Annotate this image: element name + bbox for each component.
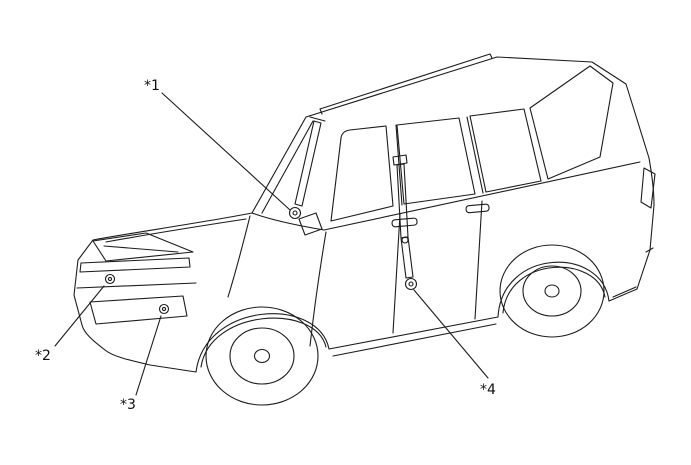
c-pillar bbox=[466, 116, 484, 194]
a-pillar-inner-line bbox=[261, 120, 314, 214]
rear-rim bbox=[522, 265, 582, 317]
lower-intake bbox=[89, 295, 188, 325]
rocker-trim-line bbox=[332, 323, 497, 357]
rear-door-window bbox=[396, 117, 476, 205]
roof-rail bbox=[319, 53, 493, 115]
part-4-top-bracket bbox=[392, 154, 408, 166]
part-1-top-bracket bbox=[309, 116, 326, 122]
rear-door-handle bbox=[465, 203, 490, 214]
callout-4-label: *4 bbox=[480, 382, 496, 398]
front-wheel-arch-trim bbox=[200, 317, 327, 368]
rear-wheel-arch-trim bbox=[502, 266, 606, 314]
part-location-4 bbox=[392, 154, 418, 291]
front-door-window bbox=[330, 125, 394, 222]
front-tire bbox=[205, 306, 319, 406]
callout-2-leader-line bbox=[54, 285, 105, 347]
rear-hub bbox=[544, 284, 560, 298]
callout-leader-lines bbox=[54, 92, 489, 396]
callout-2-label: *2 bbox=[35, 348, 51, 364]
front-door-seam bbox=[309, 231, 327, 347]
callout-1-leader-line bbox=[161, 92, 291, 211]
part-2-ring bbox=[104, 273, 116, 285]
callout-1-label: *1 bbox=[144, 78, 160, 94]
part-4-guide-ring bbox=[401, 236, 409, 244]
part-4-anchor-ring bbox=[404, 277, 418, 291]
headlight bbox=[92, 232, 194, 262]
part-1-anchor-center bbox=[292, 210, 298, 216]
quarter-window bbox=[469, 108, 542, 193]
callout-labels: *1 *2 *3 *4 bbox=[35, 78, 496, 413]
beltline bbox=[323, 161, 641, 231]
front-rim bbox=[229, 327, 295, 385]
part-1-anchor-ring bbox=[288, 206, 302, 220]
grille bbox=[79, 257, 191, 273]
part-location-3 bbox=[158, 303, 170, 315]
part-2-center bbox=[107, 276, 113, 282]
fender-crease bbox=[227, 215, 251, 298]
callout-4-leader-line bbox=[413, 289, 489, 379]
part-4-band-lower bbox=[400, 236, 414, 279]
bumper-upper-line bbox=[76, 282, 197, 289]
car-body-outline bbox=[73, 56, 655, 373]
cowl-line bbox=[251, 212, 325, 231]
rear-tire bbox=[499, 244, 605, 338]
part-3-center bbox=[161, 306, 167, 312]
part-location-2 bbox=[104, 273, 116, 285]
part-3-ring bbox=[158, 303, 170, 315]
rear-bumper-lines bbox=[612, 247, 654, 298]
part-4-anchor-center bbox=[408, 281, 414, 287]
vehicle-illustration bbox=[73, 53, 656, 406]
callout-3-label: *3 bbox=[120, 397, 136, 413]
hood-crease bbox=[105, 218, 247, 243]
headlight-inner-line bbox=[103, 245, 179, 253]
callout-3-leader-line bbox=[135, 315, 162, 396]
part-1-band bbox=[294, 120, 322, 207]
taillight bbox=[640, 167, 656, 209]
rear-door-seam bbox=[474, 200, 483, 320]
rear-quarter-window bbox=[529, 65, 614, 180]
part-location-1 bbox=[288, 116, 326, 220]
front-hub bbox=[253, 348, 271, 364]
side-mirror bbox=[298, 212, 323, 236]
b-pillar-door-seam bbox=[392, 213, 401, 334]
front-door-handle bbox=[391, 217, 418, 228]
